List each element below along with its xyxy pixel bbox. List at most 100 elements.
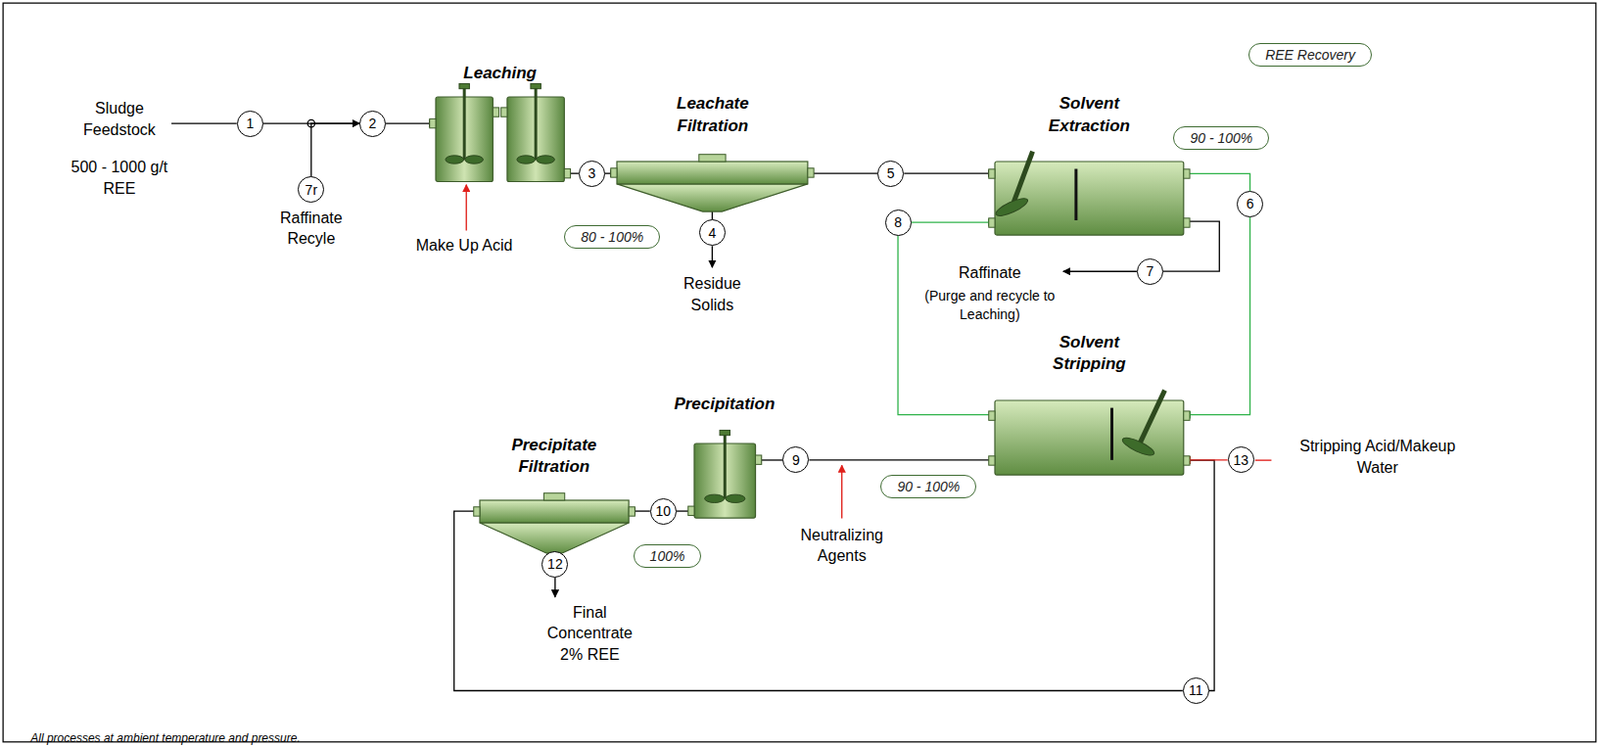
stream-line <box>1183 460 1215 691</box>
agitator-shaft <box>722 434 726 500</box>
stream-annotation: Stripping Acid/Makeup Water <box>1296 435 1459 478</box>
mixer-settler: Solvent Extraction <box>994 161 1184 236</box>
recovery-badge: 100% <box>633 544 703 568</box>
impeller-blade <box>993 194 1031 219</box>
unit-title: Leaching <box>441 62 560 85</box>
recovery-badge: REE Recovery <box>1248 43 1372 67</box>
agitator-shaft <box>463 88 467 160</box>
nozzle <box>988 455 995 465</box>
agitator-motor <box>459 83 470 89</box>
recovery-badge: 90 - 100% <box>880 474 977 499</box>
recovery-text: 90 - 100% <box>896 478 960 495</box>
stream-number: 13 <box>1227 446 1255 473</box>
stream-annotation: Raffinate Recyle <box>267 207 356 250</box>
nozzle <box>807 167 814 177</box>
stream-id: 12 <box>547 556 564 572</box>
stream-number: 11 <box>1182 677 1210 705</box>
stream-id: 5 <box>887 165 895 182</box>
stream-number: 5 <box>877 160 904 188</box>
agitator-shaft <box>534 88 538 160</box>
stream-number: 7 <box>1136 258 1164 285</box>
agitator-motor <box>719 430 730 436</box>
unit-title: Solvent Stripping <box>1035 331 1143 376</box>
stream-line <box>1183 217 1251 416</box>
stream-line <box>711 211 713 220</box>
nozzle <box>628 506 635 516</box>
filter-symbol <box>479 500 629 554</box>
weir <box>1110 407 1114 460</box>
tanks-symbol <box>694 443 756 518</box>
nozzle <box>1183 168 1190 178</box>
filter-body <box>479 500 629 523</box>
nozzle <box>1183 217 1190 227</box>
unit-title: Leachate Filtration <box>658 93 767 137</box>
stream-number: 12 <box>541 551 568 578</box>
agitator-motor <box>530 83 541 89</box>
stream-annotation: 500 - 1000 g/t REE <box>70 156 169 199</box>
product-arrow <box>554 577 556 598</box>
stream-line <box>311 123 360 177</box>
nozzle <box>473 506 480 516</box>
nozzle <box>988 410 995 420</box>
stream-id: 8 <box>894 214 902 231</box>
stream-line <box>807 172 878 174</box>
stream-annotation: Make Up Acid <box>385 235 543 257</box>
nozzle <box>687 506 694 516</box>
leaching-tanks: Leaching <box>435 96 565 182</box>
stream-id: 6 <box>1246 195 1255 212</box>
stream-line <box>897 235 995 416</box>
filter-cap <box>543 492 565 500</box>
stream-line <box>1183 173 1251 191</box>
precipitation-tank: Precipitation <box>694 443 756 518</box>
nozzle <box>988 217 995 227</box>
stream-id: 4 <box>707 225 716 241</box>
impeller-blade <box>536 155 556 164</box>
stream-id: 3 <box>588 165 597 182</box>
raffinate-arrow <box>1063 271 1137 273</box>
stream-annotation: Raffinate <box>941 262 1039 284</box>
stream-id: 11 <box>1188 682 1204 699</box>
stripping-acid-line <box>1255 459 1272 461</box>
impeller-blade <box>465 155 484 164</box>
nozzle <box>1183 410 1190 420</box>
filter-cone <box>479 522 629 554</box>
feed-line <box>171 122 237 124</box>
settler-symbol <box>994 400 1184 475</box>
tanks-symbol <box>435 96 565 182</box>
nozzle <box>1183 455 1190 465</box>
stream-annotation: Residue Solids <box>672 273 752 316</box>
stream-id: 1 <box>245 115 254 132</box>
nozzle <box>988 168 995 178</box>
filter-body <box>616 161 808 185</box>
stream-number: 9 <box>782 446 809 473</box>
recovery-text: 100% <box>650 548 686 565</box>
impeller-blade <box>704 494 724 503</box>
stream-number: 1 <box>236 110 264 138</box>
stream-number: 2 <box>359 110 386 138</box>
weir <box>1074 168 1078 221</box>
stream-annotation: Final Concentrate 2% REE <box>540 602 639 666</box>
impeller-blade <box>1120 433 1157 458</box>
stream-line <box>454 511 1183 691</box>
unit-title: Precipitate Filtration <box>495 434 613 478</box>
acid-feed-arrow <box>466 185 468 232</box>
impeller-blade <box>517 155 536 164</box>
stream-id: 9 <box>792 452 800 469</box>
unit-title: Precipitation <box>656 393 794 416</box>
unit-title: Solvent Extraction <box>1035 93 1143 137</box>
stream-number: 8 <box>885 209 912 236</box>
footnote: All processes at ambient temperature and… <box>30 730 300 746</box>
filter-cap <box>699 153 726 161</box>
agitator-shaft <box>1138 389 1166 447</box>
stream-id: 7r <box>305 182 318 198</box>
stream-id: 7 <box>1146 263 1155 280</box>
stream-annotation: (Purge and recycle to Leaching) <box>918 286 1061 325</box>
stream-annotation: Neutralizing Agents <box>788 524 896 567</box>
stream-id: 10 <box>656 503 672 519</box>
stream-line <box>903 172 995 174</box>
stream-line <box>808 459 995 461</box>
stream-annotation: Sludge Feedstock <box>70 97 169 141</box>
stream-number: 10 <box>650 498 677 525</box>
